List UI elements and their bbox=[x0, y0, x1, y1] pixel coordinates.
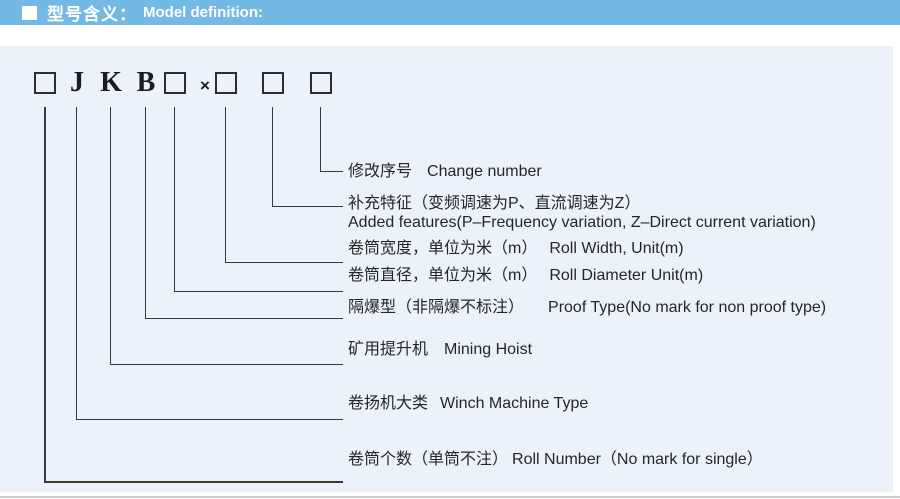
definition-proof-type: 隔爆型（非隔爆不标注） Proof Type(No mark for non pr… bbox=[348, 298, 826, 317]
model-letter-j: J bbox=[70, 67, 84, 98]
connector-winch-type bbox=[76, 107, 343, 420]
definition-zh: 卷筒直径，单位为米（m） bbox=[348, 267, 538, 284]
square-bullet-icon bbox=[22, 5, 37, 20]
definition-zh: 补充特征（变频调速为P、直流调速为Z） bbox=[348, 195, 641, 212]
connector-added-features bbox=[272, 107, 343, 207]
model-box-roll-diameter bbox=[164, 72, 186, 94]
connector-mining-hoist bbox=[110, 107, 343, 365]
connector-change-number bbox=[320, 107, 343, 172]
section-header-bar: 型号含义： Model definition: bbox=[0, 0, 900, 25]
definition-en: Mining Hoist bbox=[444, 341, 533, 358]
model-letter-k: K bbox=[100, 67, 122, 98]
section-title-en: Model definition: bbox=[143, 4, 263, 21]
definition-mining-hoist: 矿用提升机 Mining Hoist bbox=[348, 340, 532, 359]
model-box-change-number bbox=[310, 72, 332, 94]
definition-added-features: 补充特征（变频调速为P、直流调速为Z） Added features(P–Freq… bbox=[348, 194, 816, 232]
definition-roll-diameter: 卷筒直径，单位为米（m） Roll Diameter Unit(m) bbox=[348, 266, 703, 285]
definition-zh: 矿用提升机 bbox=[348, 341, 429, 358]
bottom-divider bbox=[0, 496, 900, 498]
definition-zh: 卷扬机大类 bbox=[348, 395, 429, 412]
connector-roll-width bbox=[225, 107, 343, 263]
content-panel bbox=[0, 46, 893, 492]
model-box-roll-number bbox=[34, 72, 56, 94]
connector-proof-type bbox=[145, 107, 343, 319]
definition-en: Roll Width, Unit(m) bbox=[549, 240, 684, 257]
multiply-sign: × bbox=[200, 76, 210, 95]
connector-roll-diameter bbox=[174, 107, 343, 292]
definition-zh: 修改序号 bbox=[348, 163, 413, 180]
definition-en: Roll Number（No mark for single） bbox=[512, 451, 763, 468]
definition-zh: 隔爆型（非隔爆不标注） bbox=[348, 299, 525, 316]
definition-en: Roll Diameter Unit(m) bbox=[549, 267, 704, 284]
definition-roll-number: 卷筒个数（单筒不注）Roll Number（No mark for single… bbox=[348, 450, 763, 469]
connector-roll-number bbox=[44, 107, 343, 483]
model-box-roll-width bbox=[215, 72, 237, 94]
model-box-added-features bbox=[262, 72, 284, 94]
definition-zh: 卷筒宽度，单位为米（m） bbox=[348, 240, 538, 257]
definition-en: Change number bbox=[427, 163, 542, 180]
definition-en: Proof Type(No mark for non proof type) bbox=[548, 299, 827, 316]
model-letter-b: B bbox=[136, 67, 156, 98]
section-title-zh: 型号含义： bbox=[47, 5, 137, 24]
definition-roll-width: 卷筒宽度，单位为米（m） Roll Width, Unit(m) bbox=[348, 239, 684, 258]
definition-zh: 卷筒个数（单筒不注） bbox=[348, 451, 509, 468]
definition-en: Added features(P–Frequency variation, Z–… bbox=[348, 214, 816, 231]
definition-change-number: 修改序号 Change number bbox=[348, 162, 542, 181]
definition-en: Winch Machine Type bbox=[440, 395, 589, 412]
definition-winch-type: 卷扬机大类 Winch Machine Type bbox=[348, 394, 588, 413]
